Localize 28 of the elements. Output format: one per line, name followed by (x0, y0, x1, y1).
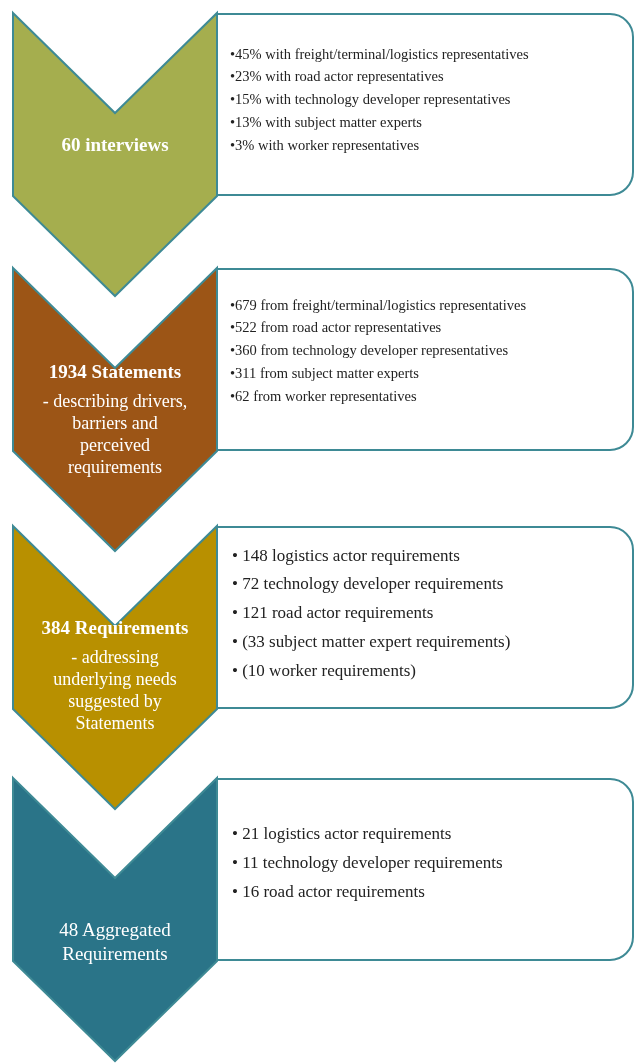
bullet-item: • 72 technology developer requirements (232, 573, 504, 596)
bullet-item: •522 from road actor representatives (230, 318, 442, 338)
stage-title: 1934 Statements (48, 360, 182, 384)
bullet-item: • 11 technology developer requirements (232, 852, 503, 875)
bullet-item: • 21 logistics actor requirements (232, 823, 452, 846)
stage-description: - describing drivers, barriers and perceived requirements (41, 390, 189, 478)
stage-title: 60 interviews (61, 133, 169, 157)
bullet-item: •679 from freight/terminal/logistics representatives (230, 295, 527, 315)
stage-title: 384 Requirements (41, 616, 189, 640)
details-box (216, 526, 634, 709)
bullet-item: •13% with subject matter experts (230, 112, 422, 132)
bullet-item: •45% with freight/terminal/logistics representatives (230, 44, 529, 64)
details-box (216, 778, 634, 961)
bullet-item: • 121 road actor requirements (232, 602, 434, 625)
bullet-item: •15% with technology developer representatives (230, 90, 511, 110)
bullet-item: •3% with worker representatives (230, 135, 420, 155)
details-box (216, 13, 634, 196)
bullet-item: •311 from subject matter experts (230, 363, 419, 383)
bullet-item: •62 from worker representatives (230, 386, 417, 406)
bullet-item: •23% with road actor representatives (230, 67, 444, 87)
bullet-item: • 148 logistics actor requirements (232, 544, 460, 567)
stage-title: 48 Aggregated Requirements (58, 918, 172, 966)
details-box (216, 268, 634, 451)
bullet-item: • (33 subject matter expert requirements) (232, 630, 511, 653)
bullet-item: •360 from technology developer representatives (230, 341, 509, 361)
bullet-item: • 16 road actor requirements (232, 880, 425, 903)
stage-description: - addressing underlying needs suggested by Statements (52, 646, 178, 734)
bullet-item: • (10 worker requirements) (232, 659, 416, 682)
